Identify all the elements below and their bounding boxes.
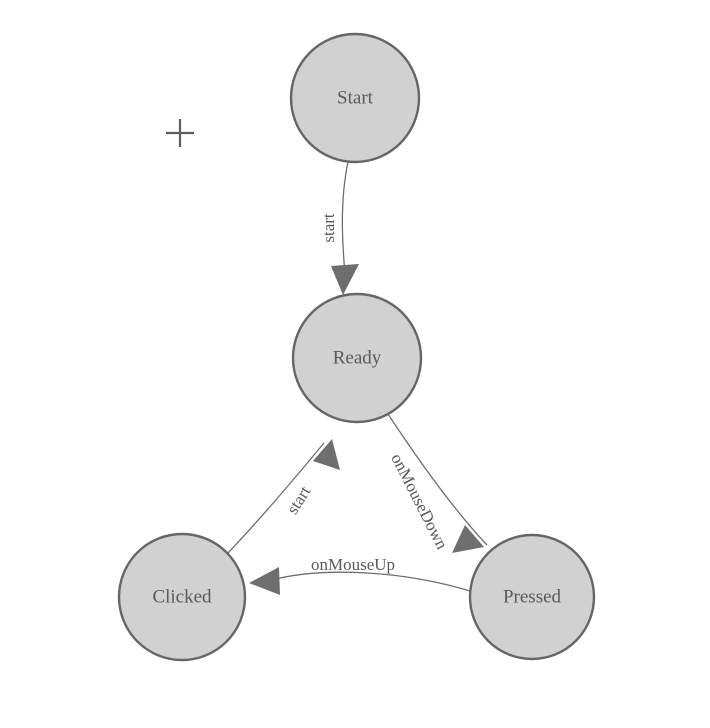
edge-label-ready-to-pressed: onMouseDown xyxy=(387,450,452,552)
node-pressed[interactable]: Pressed xyxy=(468,533,596,661)
node-label-start: Start xyxy=(337,87,374,108)
edge-label-start-to-ready: start xyxy=(319,213,338,243)
node-label-ready: Ready xyxy=(333,347,382,368)
edge-ready-to-pressed[interactable]: onMouseDown xyxy=(387,413,488,553)
node-clicked[interactable]: Clicked xyxy=(117,532,247,662)
edge-pressed-to-clicked[interactable]: onMouseUp xyxy=(249,555,471,595)
node-ready[interactable]: Ready xyxy=(291,292,423,424)
edge-label-clicked-to-ready: start xyxy=(283,482,315,517)
edge-clicked-to-ready[interactable]: start xyxy=(227,439,340,554)
node-label-clicked: Clicked xyxy=(152,586,212,607)
node-start[interactable]: Start xyxy=(289,32,421,164)
node-label-pressed: Pressed xyxy=(503,586,562,607)
crosshair-icon xyxy=(166,119,194,147)
edge-label-pressed-to-clicked: onMouseUp xyxy=(311,555,395,574)
edge-start-to-ready[interactable]: start xyxy=(319,161,359,295)
